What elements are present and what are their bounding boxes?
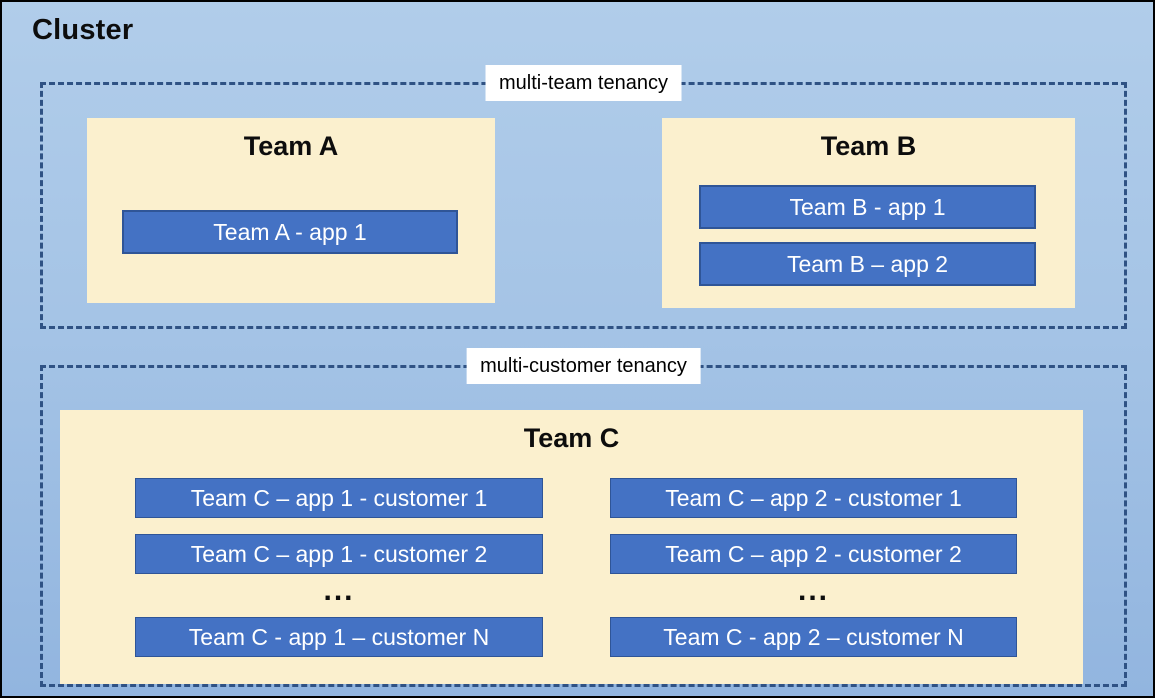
multi-team-tenancy-region: multi-team tenancy Team A Team A - app 1… — [40, 65, 1127, 329]
team-b-panel: Team B Team B - app 1 Team B – app 2 — [662, 118, 1075, 308]
team-a-app-1-box: Team A - app 1 — [122, 210, 458, 254]
cluster-title: Cluster — [32, 14, 134, 46]
multi-customer-tenancy-label: multi-customer tenancy — [466, 348, 701, 384]
team-c-title: Team C — [523, 423, 620, 453]
team-a-title: Team A — [243, 131, 339, 161]
team-c-app1-customer-1-box: Team C – app 1 - customer 1 — [135, 478, 543, 518]
team-c-app2-customer-2-box: Team C – app 2 - customer 2 — [610, 534, 1017, 574]
team-b-app-2-box: Team B – app 2 — [699, 242, 1036, 286]
multi-team-tenancy-label: multi-team tenancy — [485, 65, 682, 101]
team-c-panel: Team C Team C – app 1 - customer 1 Team … — [60, 410, 1083, 684]
team-c-app2-ellipsis: ... — [797, 574, 829, 607]
team-b-app-1-box: Team B - app 1 — [699, 185, 1036, 229]
team-b-title: Team B — [820, 131, 917, 161]
team-a-panel: Team A Team A - app 1 — [87, 118, 495, 303]
team-c-app1-ellipsis: ... — [323, 574, 355, 607]
team-c-app2-customer-n-box: Team C - app 2 – customer N — [610, 617, 1017, 657]
multi-customer-tenancy-region: multi-customer tenancy Team C Team C – a… — [40, 348, 1127, 687]
team-c-app1-customer-2-box: Team C – app 1 - customer 2 — [135, 534, 543, 574]
team-c-app1-customer-n-box: Team C - app 1 – customer N — [135, 617, 543, 657]
team-c-app2-customer-1-box: Team C – app 2 - customer 1 — [610, 478, 1017, 518]
